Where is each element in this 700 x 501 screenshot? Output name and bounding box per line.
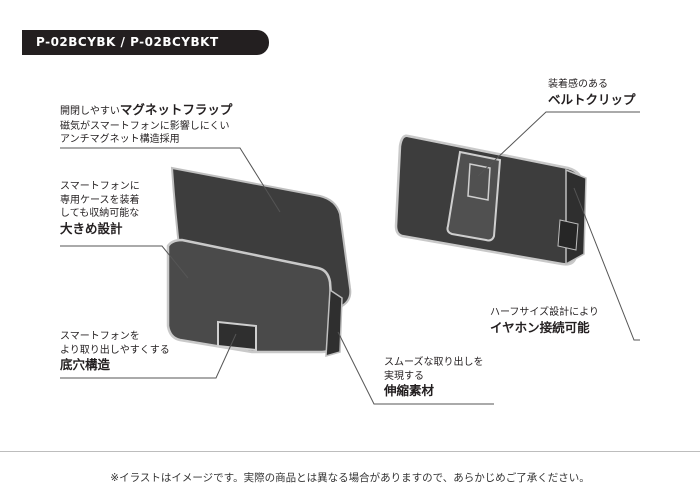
case-rear-view: [394, 134, 587, 266]
label-stretch-line1: スムーズな取り出しを: [384, 357, 484, 368]
label-stretch-material: スムーズな取り出しを 実現する 伸縮素材: [384, 356, 484, 400]
label-clip-line1: 装着感のある: [548, 79, 608, 90]
label-earphone: ハーフサイズ設計により イヤホン接続可能: [490, 306, 599, 336]
footer-disclaimer: ※イラストはイメージです。実際の商品とは異なる場合がありますので、あらかじめご了…: [110, 472, 590, 484]
label-flap-line1: 開閉しやすいマグネットフラップ: [60, 102, 233, 117]
label-stretch-line3: 伸縮素材: [384, 383, 435, 398]
label-bottom-line2: より取り出しやすくする: [60, 344, 170, 356]
label-large-size: スマートフォンに 専用ケースを装着 しても収納可能な 大きめ設計: [60, 180, 140, 237]
leader-flap: [60, 147, 281, 213]
label-belt-clip: 装着感のある ベルトクリップ: [548, 78, 636, 108]
label-flap-line2: 磁気がスマートフォンに影響しにくい: [60, 120, 230, 132]
belt-clip-slot: [467, 163, 491, 201]
case-rear-earphone-gap: [557, 219, 579, 251]
leader-earphone: [573, 187, 640, 341]
case-bottom-hole: [217, 320, 257, 352]
label-earphone-line2: イヤホン接続可能: [490, 319, 590, 335]
label-earphone-line1: ハーフサイズ設計により: [490, 307, 599, 318]
label-clip-line2: ベルトクリップ: [548, 91, 636, 107]
footer-divider: [0, 451, 700, 452]
label-flap-line3: アンチマグネット構造採用: [60, 134, 180, 146]
leader-lines: [60, 111, 640, 405]
leader-size: [60, 245, 189, 279]
leader-clip: [477, 111, 640, 177]
leader-bottom: [60, 333, 237, 379]
case-side-gusset: [325, 288, 343, 358]
label-bottom-line1: スマートフォンを: [60, 331, 140, 342]
belt-clip: [446, 150, 502, 242]
label-magnet-flap: 開閉しやすいマグネットフラップ 磁気がスマートフォンに影響しにくい アンチマグネ…: [60, 98, 232, 147]
label-size-line4: 大きめ設計: [60, 220, 123, 236]
label-bottom-hole: スマートフォンを より取り出しやすくする 底穴構造: [60, 330, 170, 374]
label-stretch-line2: 実現する: [384, 370, 424, 382]
model-number-badge: P-02BCYBK / P-02BCYBKT: [22, 30, 269, 55]
label-size-line2: 専用ケースを装着: [60, 194, 140, 206]
label-size-line3: しても収納可能な: [60, 208, 140, 219]
label-bottom-line3: 底穴構造: [60, 357, 111, 372]
label-size-line1: スマートフォンに: [60, 181, 140, 192]
case-front-view: [166, 166, 352, 358]
leader-stretch: [337, 331, 494, 405]
